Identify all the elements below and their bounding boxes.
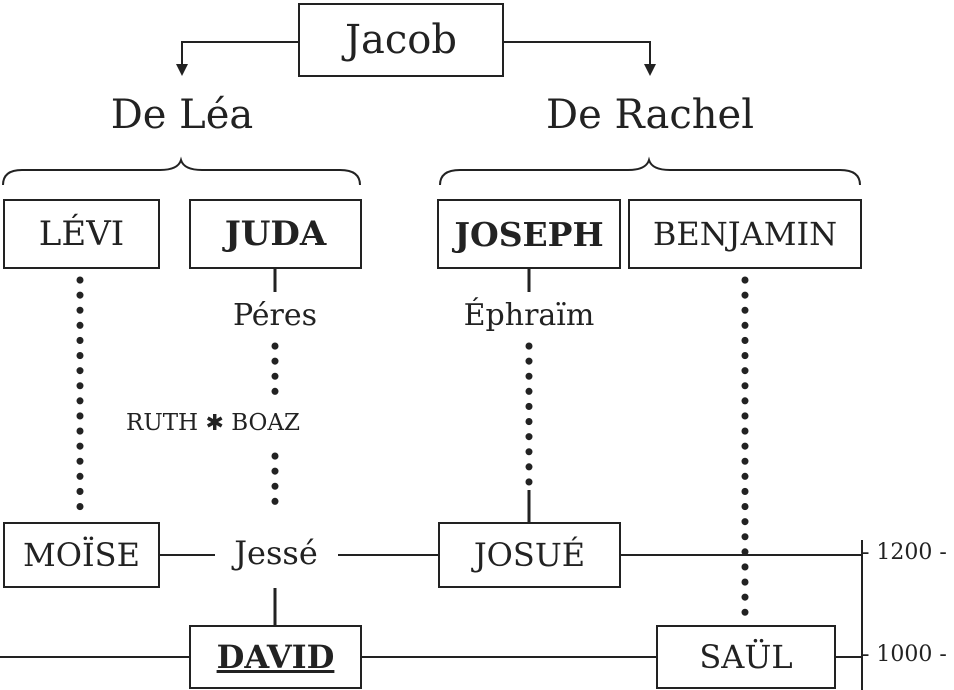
branch-rachel-label: De Rachel bbox=[530, 92, 770, 138]
branch-lea-label: De Léa bbox=[96, 92, 268, 138]
juda-box: JUDA bbox=[189, 199, 362, 269]
union-asterisk-icon: ✱ bbox=[205, 411, 224, 436]
benjamin-label: BENJAMIN bbox=[652, 215, 838, 253]
timeline-mark-1200: - 1200 - bbox=[862, 540, 947, 565]
boaz-label: BOAZ bbox=[231, 410, 300, 436]
left-brace bbox=[2, 156, 361, 186]
peres-label: Péres bbox=[215, 298, 335, 333]
jacob-label: Jacob bbox=[345, 17, 457, 63]
david-label: DAVID bbox=[216, 638, 335, 676]
benjamin-box: BENJAMIN bbox=[628, 199, 862, 269]
levi-label: LÉVI bbox=[38, 214, 125, 254]
saul-box: SAÜL bbox=[656, 625, 836, 689]
joseph-label: JOSEPH bbox=[454, 214, 604, 254]
jesse-label: Jessé bbox=[215, 534, 337, 572]
saul-label: SAÜL bbox=[699, 638, 793, 676]
ephraim-label: Éphraïm bbox=[449, 298, 609, 333]
josue-box: JOSUÉ bbox=[438, 522, 621, 588]
josue-label: JOSUÉ bbox=[473, 536, 586, 574]
ruth-boaz-union: RUTH ✱ BOAZ bbox=[106, 410, 320, 436]
arrow-right-connector bbox=[503, 41, 651, 66]
moise-label: MOÏSE bbox=[23, 536, 140, 574]
ruth-label: RUTH bbox=[126, 410, 199, 436]
jacob-box: Jacob bbox=[298, 3, 504, 77]
right-brace bbox=[439, 156, 861, 186]
moise-box: MOÏSE bbox=[3, 522, 160, 588]
joseph-box: JOSEPH bbox=[437, 199, 621, 269]
levi-box: LÉVI bbox=[3, 199, 160, 269]
arrow-right-head bbox=[644, 64, 656, 76]
arrow-left-head bbox=[176, 64, 188, 76]
juda-label: JUDA bbox=[224, 214, 327, 254]
david-box: DAVID bbox=[189, 625, 362, 689]
arrow-left-connector bbox=[181, 41, 298, 66]
timeline-mark-1000: - 1000 - bbox=[862, 642, 947, 667]
